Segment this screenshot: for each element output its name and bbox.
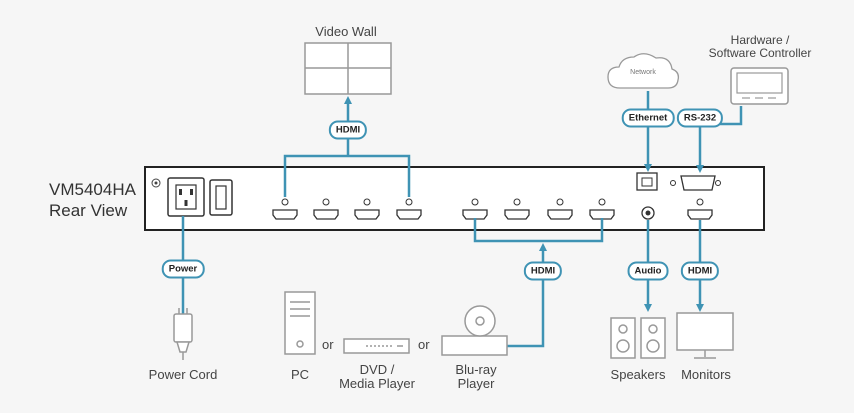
speakers-icon (610, 317, 666, 359)
rs232-port (670, 175, 721, 191)
hdmi-input-label: HDMI (523, 261, 563, 281)
device-title: VM5404HA Rear View (49, 179, 136, 221)
controller-label: Hardware / Software Controller (708, 33, 812, 61)
dvd-label-line2: Media Player (339, 376, 415, 392)
hdmi-port (504, 198, 530, 220)
hdmi-port (313, 198, 339, 220)
pc-icon (284, 291, 316, 355)
network-label: Network (630, 69, 656, 76)
dvd-label: DVD / Media Player (339, 362, 415, 392)
power-cord-icon (173, 308, 193, 360)
bluray-label-line2: Player (457, 376, 495, 392)
hdmi-port (687, 198, 713, 220)
monitor-icon (676, 312, 734, 359)
network-cloud-icon (607, 53, 680, 89)
hdmi-port (396, 198, 422, 220)
or-label-2: or (418, 337, 430, 352)
controller-icon (730, 67, 789, 105)
rs232-label: RS-232 (676, 108, 724, 128)
bluray-label: Blu-ray Player (455, 362, 497, 392)
monitors-label: Monitors (681, 367, 731, 382)
bluray-label-line1: Blu-ray (455, 362, 497, 377)
hdmi-port (462, 198, 488, 220)
hdmi-port (589, 198, 615, 220)
video-wall-label: Video Wall (315, 24, 377, 39)
speakers-label: Speakers (610, 367, 666, 382)
model-name: VM5404HA (49, 180, 136, 199)
controller-label-line2: Software Controller (708, 46, 812, 61)
power-cord-label: Power Cord (148, 367, 218, 382)
hdmi-port (272, 198, 298, 220)
controller-label-line1: Hardware / (730, 33, 790, 47)
power-label: Power (161, 259, 205, 279)
hdmi-port (354, 198, 380, 220)
hdmi-port (547, 198, 573, 220)
dvd-label-line1: DVD / (359, 362, 395, 377)
audio-label: Audio (627, 261, 669, 281)
bluray-player-icon (441, 305, 508, 356)
dvd-player-icon (343, 338, 410, 354)
ethernet-label: Ethernet (621, 108, 675, 128)
or-label-1: or (322, 337, 334, 352)
ethernet-port (636, 172, 658, 191)
view-label: Rear View (49, 201, 128, 220)
power-socket (167, 177, 205, 217)
hdmi-input-ports (462, 198, 615, 220)
hdmi-output-label: HDMI (328, 120, 368, 140)
hdmi-monitor-port (687, 198, 713, 220)
hdmi-monitor-label: HDMI (680, 261, 720, 281)
device-chassis (144, 166, 765, 231)
pc-label: PC (290, 367, 310, 382)
hdmi-output-ports (272, 198, 422, 220)
power-switch (209, 179, 233, 216)
audio-jack (641, 206, 655, 220)
video-wall-icon (304, 42, 392, 95)
